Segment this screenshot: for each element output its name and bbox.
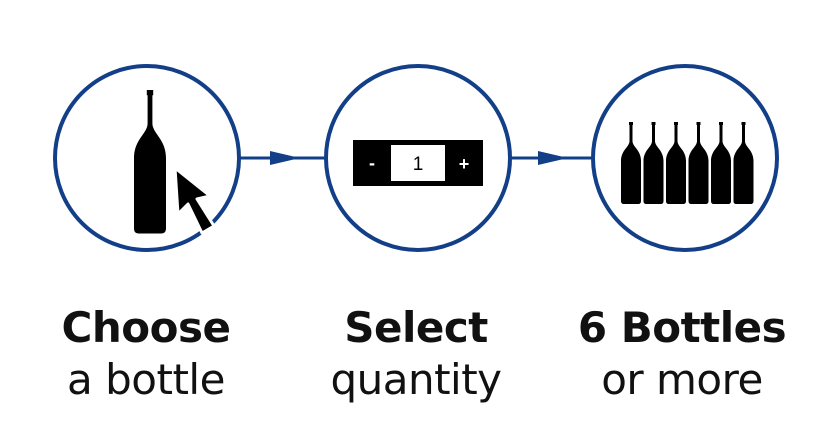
stepper-plus: +: [459, 154, 470, 174]
step-2-title: Select: [344, 303, 488, 352]
step-2-subtitle: quantity: [330, 355, 502, 404]
step-2-circle: - 1 +: [324, 64, 512, 252]
stepper-minus: -: [369, 153, 375, 173]
connector-2: [508, 151, 596, 165]
arrow-right-icon: [270, 151, 300, 165]
step-1-circle: [53, 64, 241, 252]
connector-1: [240, 151, 328, 165]
step-3-title: 6 Bottles: [577, 303, 787, 352]
step-1-subtitle: a bottle: [67, 355, 225, 404]
stepper-value: 1: [413, 154, 424, 175]
arrow-right-icon: [538, 151, 568, 165]
step-3-label: 6 Bottles or more: [566, 307, 798, 401]
quantity-stepper-icon: - 1 +: [353, 140, 483, 186]
step-1-label: Choose a bottle: [40, 307, 252, 401]
bottle-with-cursor-icon: [134, 90, 216, 235]
cursor-icon: [173, 166, 216, 235]
step-3-circle: [591, 64, 779, 252]
step-3-subtitle: or more: [601, 355, 763, 404]
step-2-label: Select quantity: [310, 307, 522, 401]
step-1-title: Choose: [61, 303, 231, 352]
